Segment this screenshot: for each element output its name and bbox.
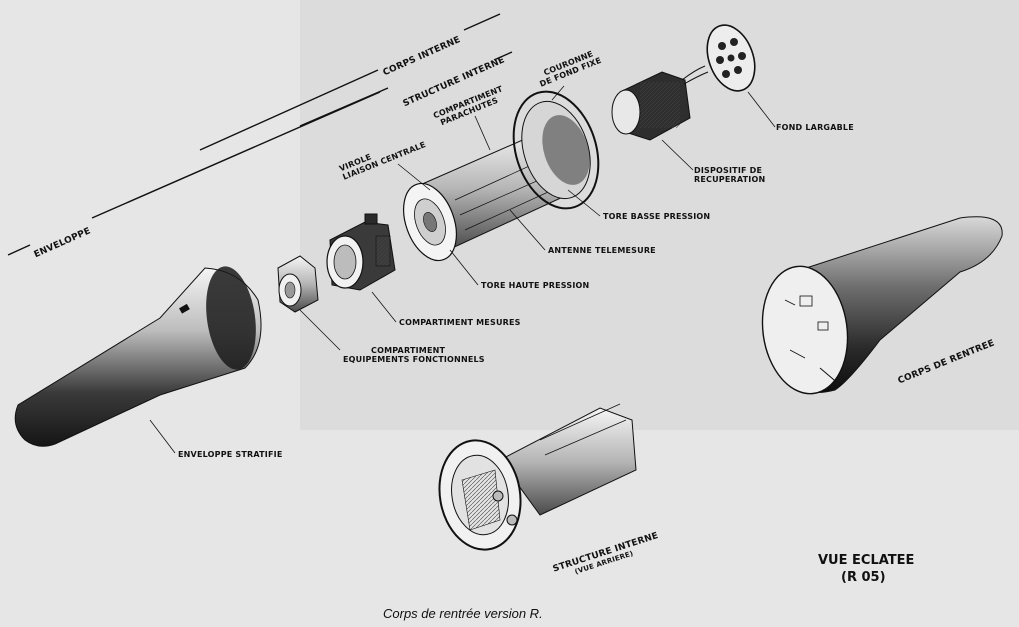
leader-couronne [551, 85, 565, 101]
label-mesures: COMPARTIMENT MESURES [399, 318, 521, 327]
corps-interne-line-left [199, 69, 379, 151]
label-equipements: COMPARTIMENT EQUIPEMENTS FONCTIONNELS [343, 346, 485, 364]
label-tore-basse: TORE BASSE PRESSION [603, 212, 711, 221]
label-antenne: ANTENNE TELEMESURE [548, 246, 656, 255]
enveloppe-line-right [91, 91, 381, 219]
corps-rentree-part [761, 216, 1003, 395]
leader-tore-basse [567, 189, 601, 217]
leader-fond-largable [747, 91, 776, 128]
fond-largable-part [706, 24, 756, 92]
leader-enveloppe-stratifie [149, 419, 176, 454]
structure-interne-arriere-part [438, 403, 637, 551]
structure-interne-line-right [493, 51, 513, 61]
couronne-fond-fixe-part [512, 90, 600, 210]
corps-interne-line-right [463, 13, 501, 31]
dispositif-recuperation-part [611, 65, 709, 141]
enveloppe-stratifie-part [14, 266, 262, 447]
figure-caption: Corps de rentrée version R. [383, 606, 543, 621]
label-dispositif-line2: RECUPERATION [694, 175, 766, 184]
view-title: VUE ECLATEE [818, 553, 915, 568]
leader-mesures [371, 291, 397, 323]
leader-equipements [299, 309, 341, 351]
label-tore-haute: TORE HAUTE PRESSION [481, 281, 590, 290]
hierarchy-lines [7, 13, 513, 256]
label-equipements-line2: EQUIPEMENTS FONCTIONNELS [343, 355, 485, 364]
label-dispositif-line1: DISPOSITIF DE [694, 166, 763, 175]
equipements-fonctionnels-part [277, 255, 319, 313]
label-equipements-line1: COMPARTIMENT [371, 346, 446, 355]
leader-parachutes [474, 115, 491, 151]
compartiment-mesures-part [326, 213, 396, 291]
structure-interne-part [403, 127, 579, 262]
label-dispositif: DISPOSITIF DE RECUPERATION [694, 166, 765, 184]
leader-tore-haute [449, 249, 479, 286]
enveloppe-line-left [7, 244, 31, 256]
leader-dispositif [661, 139, 694, 171]
leader-virole [397, 163, 431, 191]
label-fond-largable: FOND LARGABLE [776, 123, 854, 132]
view-reference: (R 05) [841, 570, 886, 585]
label-enveloppe-stratifie: ENVELOPPE STRATIFIE [178, 450, 283, 459]
leader-antenne [509, 209, 546, 251]
leader-lines [149, 85, 776, 454]
